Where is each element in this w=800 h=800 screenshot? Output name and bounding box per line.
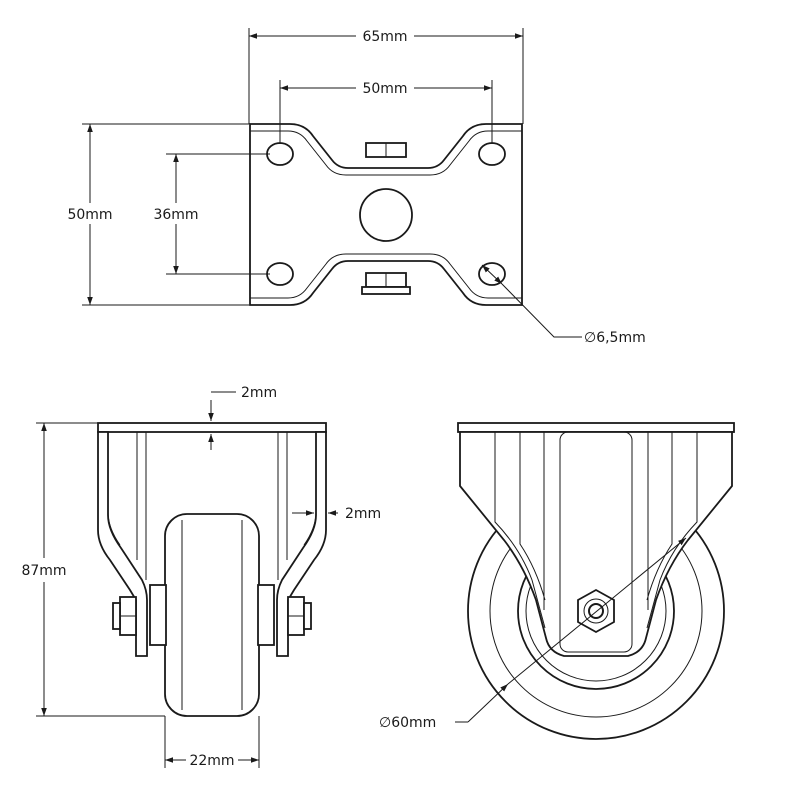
- dim-hole-spacing-36: 36mm: [153, 207, 198, 223]
- top-view: 65mm 50mm 50mm 36mm ∅6,5mm: [67, 28, 646, 346]
- dim-wheel-diameter: ∅60mm: [379, 715, 436, 731]
- center-hole: [359, 188, 413, 242]
- side-axle-nut: [577, 588, 615, 634]
- side-view: ∅60mm: [379, 422, 735, 740]
- side-fork: [459, 431, 733, 657]
- mounting-hole-tl: [266, 142, 294, 166]
- front-top-plate: [97, 422, 327, 433]
- dim-bracket-thickness: 2mm: [345, 506, 381, 522]
- dim-hole-spacing-50: 50mm: [362, 81, 407, 97]
- front-hub-left: [149, 584, 167, 646]
- front-hub-right: [257, 584, 275, 646]
- dim-hole-diameter: ∅6,5mm: [584, 330, 646, 346]
- side-top-plate: [457, 422, 735, 433]
- front-right-bracket: [276, 431, 327, 657]
- dim-wheel-width: 22mm: [189, 753, 234, 769]
- mounting-hole-bl: [266, 262, 294, 286]
- dim-plate-thickness: 2mm: [241, 385, 277, 401]
- dim-width-65: 65mm: [362, 29, 407, 45]
- front-wheel: [164, 513, 260, 717]
- front-left-bracket: [97, 431, 148, 657]
- mounting-hole-tr: [478, 142, 506, 166]
- dim-height-50: 50mm: [67, 207, 112, 223]
- front-view: 2mm 2mm 87mm 22mm: [21, 385, 381, 769]
- dim-total-height: 87mm: [21, 563, 66, 579]
